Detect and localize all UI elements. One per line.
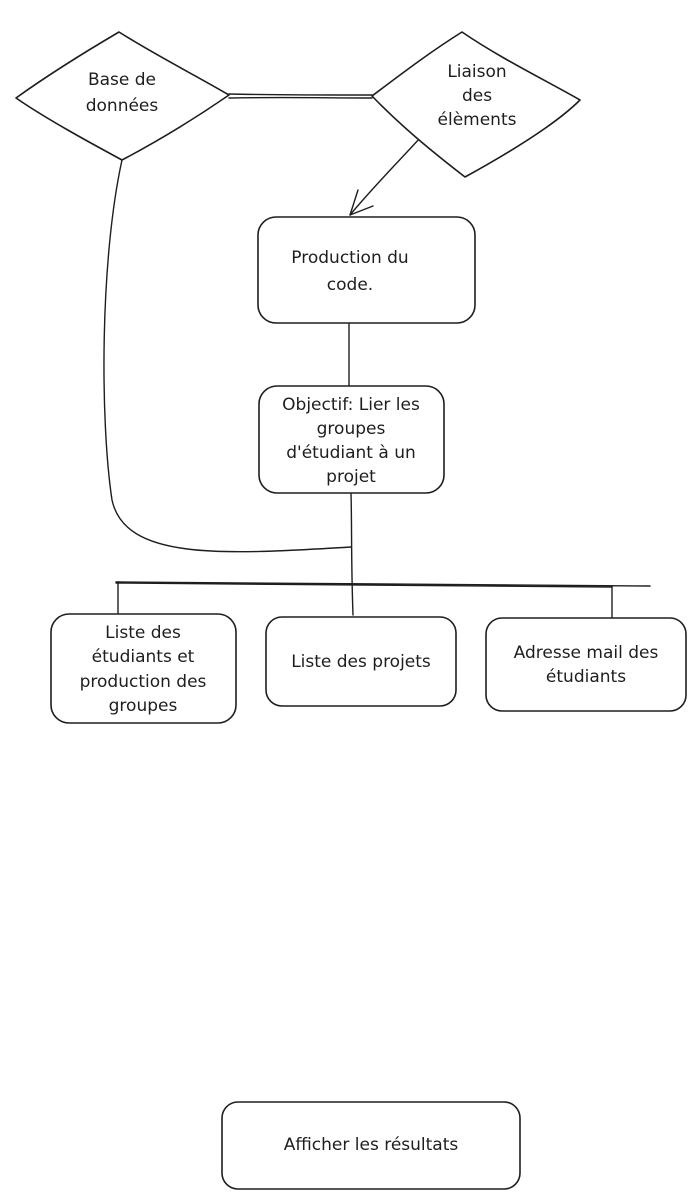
production-box-shape	[257, 216, 476, 324]
student-list-label-line2: étudiants et	[92, 647, 195, 667]
objective-label-line2: groupes	[317, 419, 386, 439]
objective-label-line3: d'étudiant à un	[286, 443, 416, 463]
linking-diamond-shape	[371, 31, 581, 178]
node-database[interactable]: Base de données	[15, 31, 230, 161]
student-list-label-line3: production des	[80, 672, 207, 692]
edge-linking-production	[349, 137, 421, 216]
objective-label-line1: Objectif: Lier les	[282, 395, 420, 415]
edges	[103, 93, 651, 618]
node-show-results[interactable]: Afficher les résultats	[221, 1101, 521, 1190]
student-list-box-shape	[50, 613, 237, 724]
objective-label-line4: projet	[326, 467, 376, 487]
project-list-label-line1: Liste des projets	[291, 652, 431, 672]
node-production[interactable]: Production du code.	[257, 216, 476, 324]
linking-label-line2: des	[462, 86, 492, 106]
show-results-label-line1: Afficher les résultats	[284, 1135, 459, 1155]
edge-database-trunk	[103, 159, 352, 553]
student-list-label-line1: Liste des	[105, 623, 181, 643]
node-linking[interactable]: Liaison des élèments	[371, 31, 581, 178]
database-label-line1: Base de	[88, 70, 156, 90]
edge-distribution-bar	[115, 581, 651, 587]
arrowhead-production	[349, 189, 374, 216]
edge-objective-trunk	[350, 492, 354, 616]
linking-label-line1: Liaison	[447, 62, 506, 82]
node-student-email[interactable]: Adresse mail des étudiants	[485, 617, 687, 712]
linking-label-line3: élèments	[438, 110, 517, 130]
production-label-line1: Production du	[291, 248, 408, 268]
student-list-label-line4: groupes	[109, 696, 178, 716]
objective-box-shape	[258, 385, 445, 494]
student-email-label-line1: Adresse mail des	[514, 643, 659, 663]
student-email-box-shape	[485, 617, 687, 712]
production-label-line2: code.	[327, 275, 373, 295]
project-list-box-shape	[265, 616, 457, 707]
edge-distribution-bar-sketch	[115, 582, 613, 588]
student-email-label-line2: étudiants	[546, 667, 626, 687]
database-label-line2: données	[86, 96, 159, 116]
node-project-list[interactable]: Liste des projets	[265, 616, 457, 707]
edge-database-linking	[228, 93, 373, 96]
node-student-list[interactable]: Liste des étudiants et production des gr…	[50, 613, 237, 724]
show-results-box-shape	[221, 1101, 521, 1190]
node-objective[interactable]: Objectif: Lier les groupes d'étudiant à …	[258, 385, 445, 494]
database-diamond-shape	[15, 31, 230, 161]
